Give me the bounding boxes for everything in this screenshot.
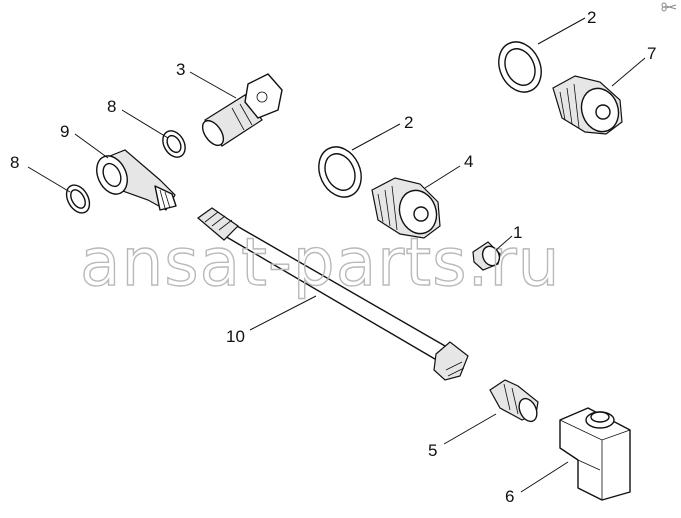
plug-1[interactable]	[472, 241, 502, 271]
callout-8-upper: 8	[107, 97, 116, 116]
callout-2-middle: 2	[404, 113, 413, 132]
pipe-10[interactable]	[197, 207, 469, 381]
callout-10: 10	[226, 327, 245, 346]
union-6[interactable]	[552, 75, 624, 137]
washer-2-top[interactable]	[491, 35, 549, 99]
callout-labels: 2 7 3 8 9 8 2 4 1 10 5 6	[10, 8, 656, 506]
callout-2-top: 2	[587, 8, 596, 27]
watermark-text: ansat-parts.ru	[80, 224, 560, 301]
adapter-5[interactable]	[489, 379, 540, 424]
callout-7: 6	[505, 487, 514, 506]
callout-9: 9	[60, 122, 69, 141]
washer-2-middle[interactable]	[311, 140, 369, 204]
callout-1: 1	[513, 223, 522, 242]
banjo-bolt-3[interactable]	[198, 73, 283, 149]
callout-6: 7	[647, 44, 656, 63]
o-ring-8-upper[interactable]	[158, 127, 189, 161]
block-connector-7[interactable]	[559, 407, 631, 501]
callout-8-lower: 8	[10, 153, 19, 172]
callout-5: 5	[428, 441, 437, 460]
union-4[interactable]	[371, 177, 442, 239]
scissors-icon	[661, 2, 677, 12]
callout-3: 3	[176, 60, 185, 79]
banjo-fitting-9[interactable]	[91, 149, 177, 211]
callout-4: 4	[464, 152, 473, 171]
leader-lines	[27, 17, 646, 493]
o-ring-8-lower[interactable]	[62, 181, 94, 217]
